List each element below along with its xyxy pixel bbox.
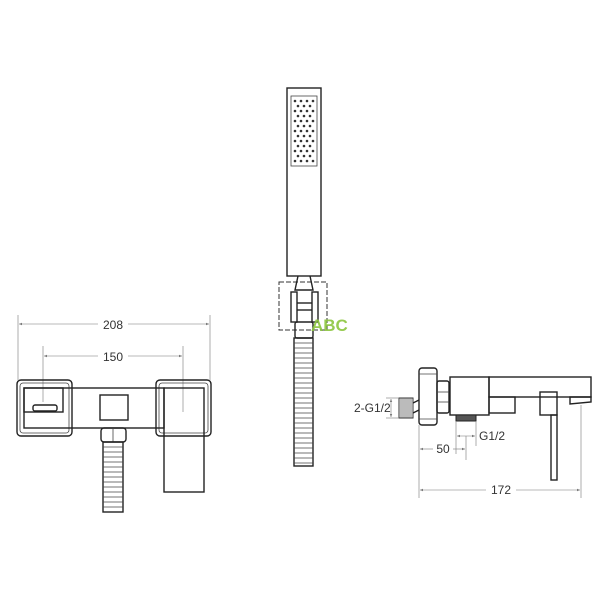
nozzle xyxy=(308,114,312,118)
watermark-logo: ABC xyxy=(311,316,348,335)
shower-hose xyxy=(293,337,314,467)
hose-segment xyxy=(293,337,314,467)
outlet-thread xyxy=(455,414,477,422)
nozzle xyxy=(308,134,312,138)
spray-face xyxy=(290,95,318,167)
nozzle xyxy=(308,144,312,148)
side-lever xyxy=(550,414,558,481)
nozzle xyxy=(302,154,306,158)
nozzle xyxy=(299,109,303,113)
dim-150: 150 xyxy=(103,350,123,364)
nozzle xyxy=(299,119,303,123)
nozzle xyxy=(299,159,303,163)
nozzle xyxy=(302,144,306,148)
nozzle xyxy=(299,139,303,143)
nozzle xyxy=(308,154,312,158)
nozzle xyxy=(299,99,303,103)
nozzle xyxy=(311,99,315,103)
nozzle xyxy=(293,119,297,123)
side-spout xyxy=(569,396,592,405)
nozzle xyxy=(296,134,300,138)
nozzle xyxy=(296,154,300,158)
aerator xyxy=(32,404,58,412)
front-view: 208 150 xyxy=(16,315,212,513)
side-flange xyxy=(418,367,438,426)
nozzle xyxy=(305,149,309,153)
nozzle xyxy=(302,134,306,138)
nozzle xyxy=(308,124,312,128)
nozzle xyxy=(293,99,297,103)
nozzle xyxy=(311,129,315,133)
diverter-box xyxy=(99,394,129,421)
left-wall-plate xyxy=(16,379,73,437)
dim-50: 50 xyxy=(436,442,450,456)
inlet-thread xyxy=(398,397,414,419)
nozzle xyxy=(299,149,303,153)
nozzle xyxy=(305,129,309,133)
nozzle xyxy=(305,159,309,163)
nozzle xyxy=(293,129,297,133)
nozzle xyxy=(305,119,309,123)
hose-nut xyxy=(100,427,127,443)
nozzle xyxy=(305,139,309,143)
lever-handle xyxy=(163,387,205,493)
wall-bracket xyxy=(278,281,328,331)
nozzle xyxy=(311,119,315,123)
side-nut xyxy=(436,380,450,414)
nozzle xyxy=(302,104,306,108)
nozzle xyxy=(293,139,297,143)
nozzle xyxy=(305,109,309,113)
nozzle xyxy=(311,109,315,113)
nozzle xyxy=(302,114,306,118)
dim-g1-2: G1/2 xyxy=(479,429,505,443)
nozzle xyxy=(305,99,309,103)
side-body xyxy=(449,376,490,416)
hand-shower xyxy=(278,87,328,467)
dim-2-g1-2: 2-G1/2 xyxy=(354,401,391,415)
nozzle xyxy=(311,139,315,143)
nozzle xyxy=(308,104,312,108)
nozzle xyxy=(311,159,315,163)
nozzle xyxy=(299,129,303,133)
dim-208: 208 xyxy=(103,318,123,332)
front-hose xyxy=(102,441,124,513)
nozzle xyxy=(293,159,297,163)
shower-handle xyxy=(286,87,322,277)
mixer-body xyxy=(23,387,165,429)
side-view: 2-G1/2 G1/2 50 172 xyxy=(354,367,592,498)
spray-nozzles xyxy=(293,99,315,163)
nozzle xyxy=(311,149,315,153)
nozzle xyxy=(293,109,297,113)
nozzle xyxy=(293,149,297,153)
right-wall-plate xyxy=(155,379,212,437)
nozzle xyxy=(296,124,300,128)
nozzle xyxy=(302,124,306,128)
nozzle xyxy=(296,114,300,118)
dim-172: 172 xyxy=(491,483,511,497)
nozzle xyxy=(296,104,300,108)
nozzle xyxy=(296,144,300,148)
